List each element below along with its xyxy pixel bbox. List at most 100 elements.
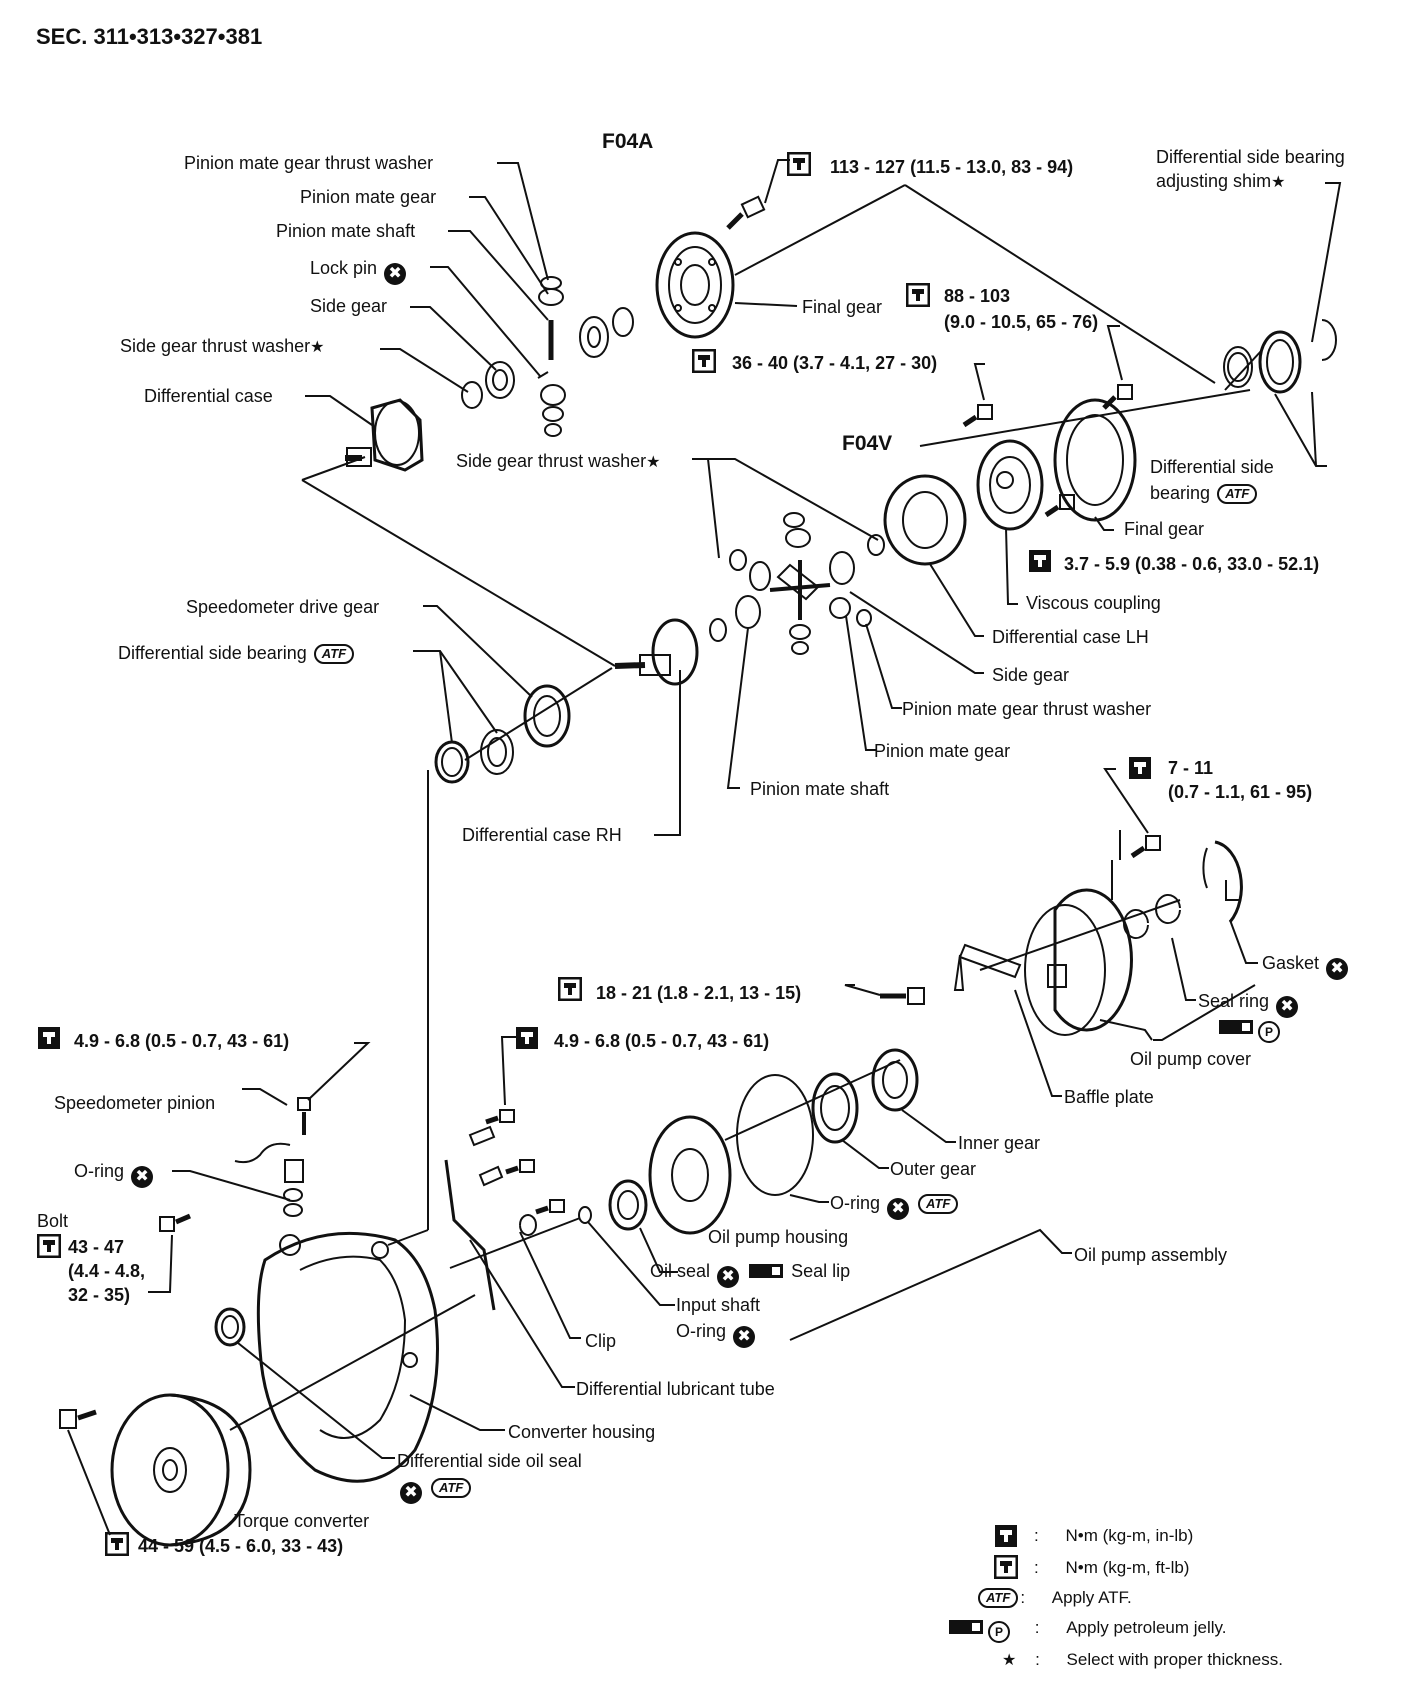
label-side-gear-thrust-washer-a: Side gear thrust washer★ bbox=[120, 335, 324, 359]
torque-88-line2: (9.0 - 10.5, 65 - 76) bbox=[944, 312, 1099, 332]
label-side-gear-thrust-washer-v: Side gear thrust washer★ bbox=[456, 450, 660, 474]
group-title-f04v: F04V bbox=[842, 432, 893, 455]
torque-4-9-mid: 4.9 - 6.8 (0.5 - 0.7, 43 - 61) bbox=[554, 1031, 770, 1051]
label-side-gear-thrust-washer-v-text: Side gear thrust washer bbox=[456, 451, 647, 471]
label-clip: Clip bbox=[585, 1331, 617, 1351]
petroleum-jelly-icon bbox=[1219, 1020, 1253, 1034]
torque-7-line2: (0.7 - 1.1, 61 - 95) bbox=[1168, 782, 1313, 802]
label-seal-ring: Seal ring ✖ bbox=[1198, 990, 1300, 1018]
label-side-gear-a: Side gear bbox=[310, 296, 388, 316]
label-pinion-mate-gear-v: Pinion mate gear bbox=[874, 741, 1011, 761]
legend-sep: : bbox=[1020, 1588, 1026, 1607]
label-differential-side-oil-seal: Differential side oil seal bbox=[397, 1451, 582, 1471]
label-differential-case: Differential case bbox=[144, 386, 273, 406]
label-oil-pump-cover: Oil pump cover bbox=[1130, 1049, 1252, 1069]
petroleum-p-icon: P bbox=[988, 1621, 1010, 1643]
label-o-ring-speedo: O-ring ✖ bbox=[74, 1160, 155, 1188]
legend-row-4: P : Apply petroleum jelly. bbox=[946, 1618, 1227, 1643]
differential-case-rh-drawing bbox=[614, 618, 699, 686]
oil-pump-housing-drawing bbox=[648, 1115, 732, 1235]
label-pinion-mate-gear-a: Pinion mate gear bbox=[300, 187, 437, 207]
label-pinion-mate-shaft-v: Pinion mate shaft bbox=[750, 779, 890, 799]
torque-converter-drawing bbox=[110, 1393, 252, 1547]
petroleum-jelly-icon bbox=[949, 1620, 983, 1634]
torque-in-lb-icon bbox=[995, 1525, 1017, 1547]
apply-atf-icon: ATF bbox=[918, 1194, 959, 1214]
group-title-f04a: F04A bbox=[602, 130, 654, 153]
replace-icon: ✖ bbox=[400, 1482, 422, 1504]
bolt-113-drawing bbox=[726, 195, 766, 230]
section-header: SEC. 311•313•327•381 bbox=[36, 24, 263, 49]
select-thickness-icon: ★ bbox=[1271, 174, 1286, 191]
legend-text: N•m (kg-m, in-lb) bbox=[1065, 1526, 1194, 1545]
label-pinion-mate-gear-thrust-washer-a: Pinion mate gear thrust washer bbox=[184, 153, 434, 173]
replace-icon: ✖ bbox=[887, 1198, 910, 1220]
torque-4-9-left: 4.9 - 6.8 (0.5 - 0.7, 43 - 61) bbox=[74, 1031, 290, 1051]
torque-18: 18 - 21 (1.8 - 2.1, 13 - 15) bbox=[596, 983, 802, 1003]
replace-icon: ✖ bbox=[733, 1326, 756, 1348]
replace-icon: ✖ bbox=[384, 263, 407, 285]
torque-7-line1: 7 - 11 bbox=[1168, 758, 1214, 778]
torque-36: 36 - 40 (3.7 - 4.1, 27 - 30) bbox=[732, 353, 938, 373]
apply-atf-icon: ATF bbox=[431, 1478, 472, 1498]
select-thickness-icon: ★ bbox=[646, 454, 661, 471]
legend-row-3: ATF: Apply ATF. bbox=[976, 1588, 1132, 1608]
label-side-gear-thrust-washer-a-text: Side gear thrust washer bbox=[120, 336, 311, 356]
label-side-gear-v: Side gear bbox=[992, 665, 1070, 685]
label-differential-lubricant-tube: Differential lubricant tube bbox=[576, 1379, 775, 1399]
label-differential-case-lh: Differential case LH bbox=[992, 627, 1149, 647]
seal-lip-icon bbox=[749, 1264, 784, 1278]
label-pinion-mate-shaft-a: Pinion mate shaft bbox=[276, 221, 416, 241]
legend-sep: : bbox=[1035, 1650, 1040, 1669]
label-converter-housing: Converter housing bbox=[508, 1422, 656, 1442]
torque-113: 113 - 127 (11.5 - 13.0, 83 - 94) bbox=[830, 157, 1074, 177]
label-oil-pump-housing: Oil pump housing bbox=[708, 1227, 849, 1247]
legend-row-2: : N•m (kg-m, ft-lb) bbox=[1034, 1558, 1189, 1578]
label-input-shaft-line2: O-ring ✖ bbox=[676, 1320, 757, 1348]
legend-text: N•m (kg-m, ft-lb) bbox=[1065, 1558, 1190, 1577]
replace-icon: ✖ bbox=[1276, 996, 1299, 1018]
petroleum-p-icon: P bbox=[1258, 1021, 1280, 1043]
legend-row-1: : N•m (kg-m, in-lb) bbox=[1034, 1526, 1193, 1546]
torque-43-line3: 32 - 35) bbox=[68, 1285, 131, 1305]
select-thickness-icon: ★ bbox=[1002, 1652, 1017, 1669]
label-differential-side-bearing-rh: Differential side bearing ATF bbox=[118, 642, 356, 664]
diff-side-oil-seal-marks: ✖ ATF bbox=[398, 1476, 473, 1504]
label-viscous-coupling: Viscous coupling bbox=[1026, 593, 1161, 613]
converter-housing-drawing bbox=[256, 1231, 439, 1483]
torque-ft-lb-icon bbox=[994, 1555, 1018, 1579]
torque-44: 44 - 59 (4.5 - 6.0, 33 - 43) bbox=[138, 1536, 344, 1556]
label-differential-side-bearing-rh-text: Differential side bearing bbox=[118, 643, 307, 663]
torque-43-line1: 43 - 47 bbox=[68, 1237, 125, 1257]
label-seal-lip-text: Seal lip bbox=[791, 1261, 851, 1281]
label-o-ring-speedo-text: O-ring bbox=[74, 1161, 125, 1181]
pinion-gear-set-v bbox=[709, 512, 872, 655]
label-torque-converter: Torque converter bbox=[234, 1511, 370, 1531]
replace-icon: ✖ bbox=[717, 1266, 740, 1288]
label-inner-gear: Inner gear bbox=[958, 1133, 1041, 1153]
label-diff-side-bearing-adjusting-shim-line1: Differential side bearing bbox=[1156, 147, 1345, 167]
label-diff-side-bearing-adjusting-shim-line2: adjusting shim★ bbox=[1156, 171, 1286, 191]
apply-atf-icon: ATF bbox=[313, 644, 355, 664]
replace-icon: ✖ bbox=[1326, 958, 1349, 980]
torque-3-7: 3.7 - 5.9 (0.38 - 0.6, 33.0 - 52.1) bbox=[1064, 554, 1320, 574]
legend-sep: : bbox=[1034, 1558, 1039, 1577]
oil-pump-cover-drawing bbox=[1024, 888, 1133, 1036]
apply-atf-icon: ATF bbox=[1217, 484, 1258, 504]
label-o-ring-pump-text: O-ring bbox=[830, 1193, 881, 1213]
differential-case-a-drawing bbox=[345, 398, 424, 472]
label-differential-side-bearing-v-line2: bearing ATF bbox=[1150, 482, 1259, 504]
label-final-gear-a: Final gear bbox=[802, 297, 883, 317]
label-input-shaft-line1: Input shaft bbox=[676, 1295, 761, 1315]
label-gasket: Gasket ✖ bbox=[1262, 952, 1350, 980]
label-bolt: Bolt bbox=[37, 1211, 69, 1231]
label-seal-ring-text: Seal ring bbox=[1198, 991, 1270, 1011]
label-oil-pump-assembly: Oil pump assembly bbox=[1074, 1245, 1228, 1265]
torque-43-line2: (4.4 - 4.8, bbox=[68, 1261, 146, 1281]
legend-sep: : bbox=[1034, 1618, 1040, 1637]
label-differential-side-bearing-v-line1: Differential side bbox=[1150, 457, 1274, 477]
seal-ring-jelly: P bbox=[1216, 1016, 1282, 1043]
label-lock-pin: Lock pin ✖ bbox=[310, 257, 408, 285]
